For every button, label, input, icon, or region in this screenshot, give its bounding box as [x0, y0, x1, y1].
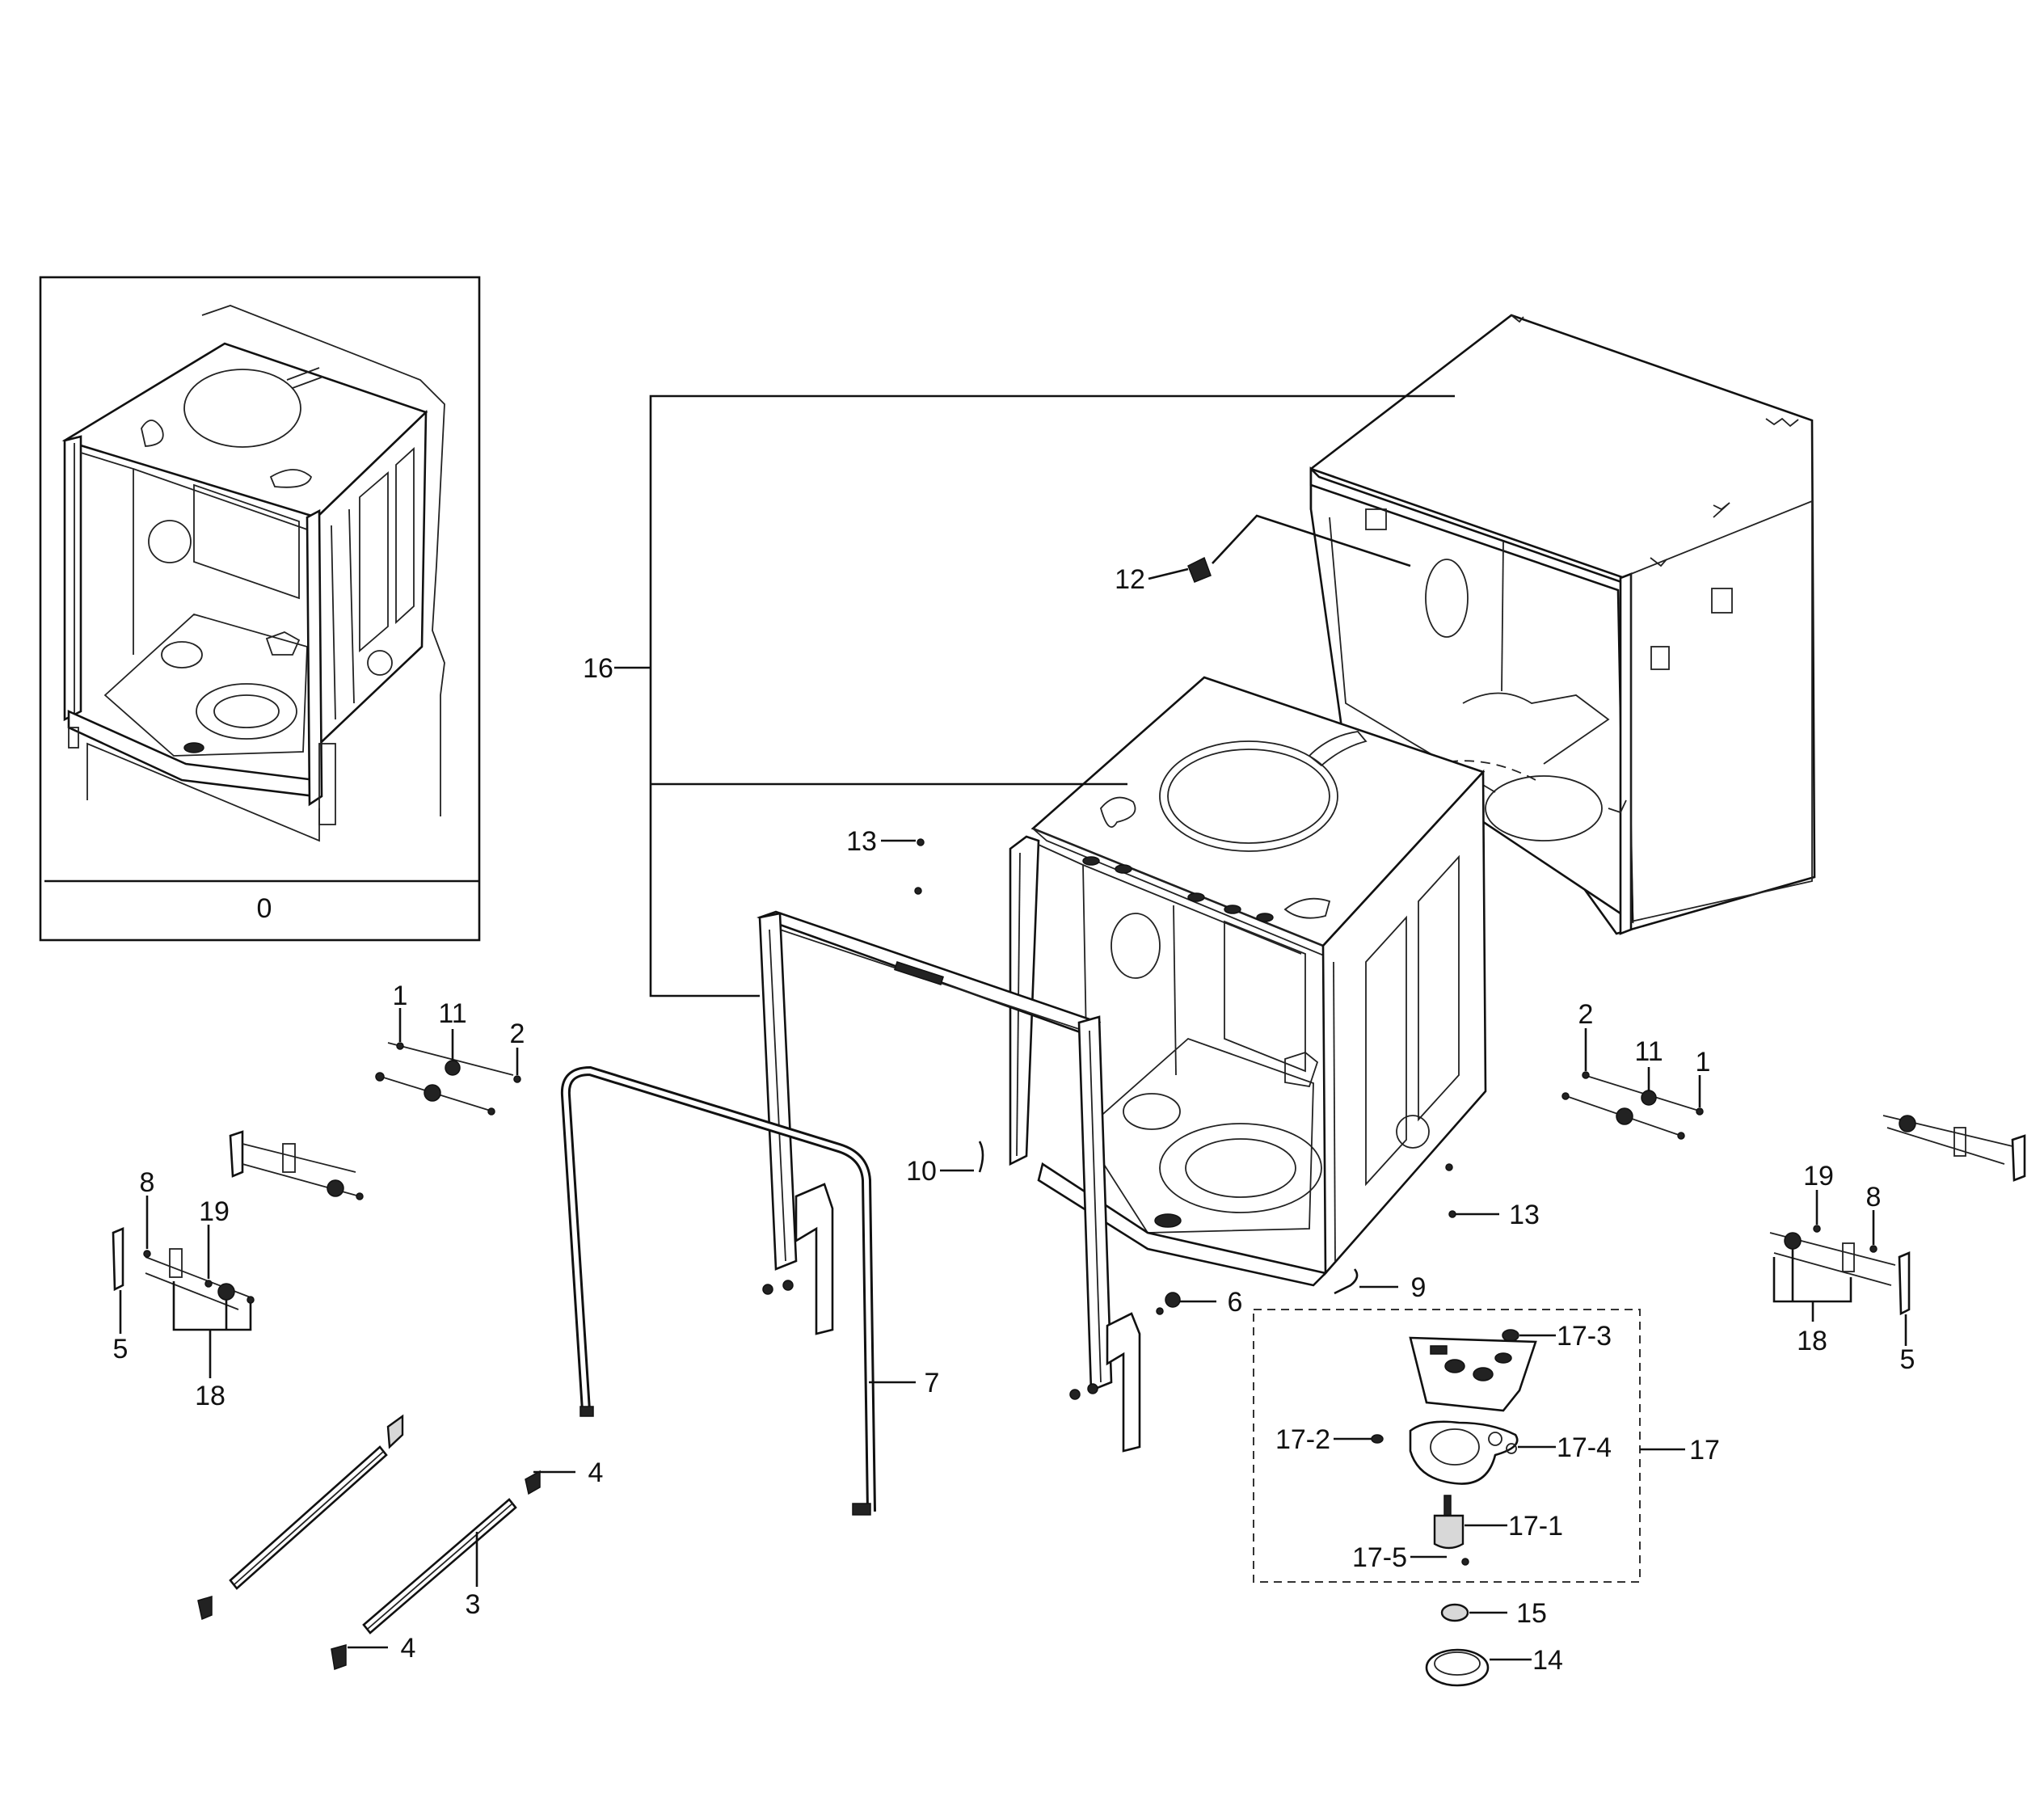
- callout-8-left: 8: [140, 1167, 155, 1198]
- door-rails: [197, 1414, 541, 1671]
- callout-7: 7: [925, 1368, 940, 1398]
- callout-11-left: 11: [438, 998, 466, 1029]
- callout-13-right: 13: [1509, 1200, 1540, 1230]
- callout-19-left: 19: [199, 1196, 230, 1227]
- callout-3: 3: [466, 1589, 481, 1620]
- callout-1-left: 1: [393, 981, 408, 1011]
- callout-4-bottom: 4: [401, 1633, 416, 1664]
- left-hinge-hardware: [112, 1042, 521, 1310]
- outer-cabinet-shell: [1309, 314, 1816, 935]
- callout-16: 16: [583, 653, 613, 684]
- callout-17-5: 17-5: [1352, 1542, 1407, 1573]
- callout-labels: 1 11 2 2 11 1 8 19 5 18 19 8 18 5 16 12 …: [113, 564, 1915, 1676]
- callout-4-top: 4: [588, 1457, 604, 1488]
- small-parts: [914, 556, 1456, 1315]
- callout-2-left: 2: [510, 1019, 525, 1049]
- callout-17: 17: [1689, 1435, 1720, 1466]
- door-gasket: [560, 1065, 876, 1516]
- callout-17-4: 17-4: [1557, 1432, 1612, 1463]
- callout-8-right: 8: [1866, 1182, 1882, 1213]
- inner-tub: [1009, 676, 1487, 1287]
- inset-assembly-0: 0: [39, 276, 481, 942]
- sump-assembly: [1253, 1309, 1641, 1687]
- callout-1-right: 1: [1696, 1047, 1711, 1078]
- callout-2-right: 2: [1578, 999, 1594, 1030]
- callout-12: 12: [1115, 564, 1145, 595]
- callout-9: 9: [1411, 1272, 1427, 1303]
- inset-tub-illustration: [61, 305, 445, 842]
- inset-label: 0: [257, 893, 272, 924]
- callout-6: 6: [1228, 1287, 1243, 1318]
- callout-19-right: 19: [1803, 1161, 1834, 1192]
- callout-18-left: 18: [195, 1381, 225, 1411]
- callout-5-left: 5: [113, 1334, 129, 1364]
- callout-15: 15: [1516, 1598, 1547, 1629]
- front-frame: [756, 910, 1141, 1453]
- callout-5-right: 5: [1900, 1344, 1915, 1375]
- callout-17-3: 17-3: [1557, 1321, 1612, 1352]
- right-hinge-hardware: [1561, 1071, 2026, 1316]
- callout-11-right: 11: [1634, 1036, 1663, 1067]
- callout-10: 10: [906, 1156, 937, 1187]
- callout-14: 14: [1532, 1645, 1563, 1676]
- callout-17-2: 17-2: [1275, 1424, 1330, 1455]
- callout-18-right: 18: [1797, 1326, 1827, 1356]
- callout-17-1: 17-1: [1508, 1511, 1563, 1542]
- leader-lines: [119, 394, 1907, 1661]
- callout-13-top: 13: [846, 826, 877, 857]
